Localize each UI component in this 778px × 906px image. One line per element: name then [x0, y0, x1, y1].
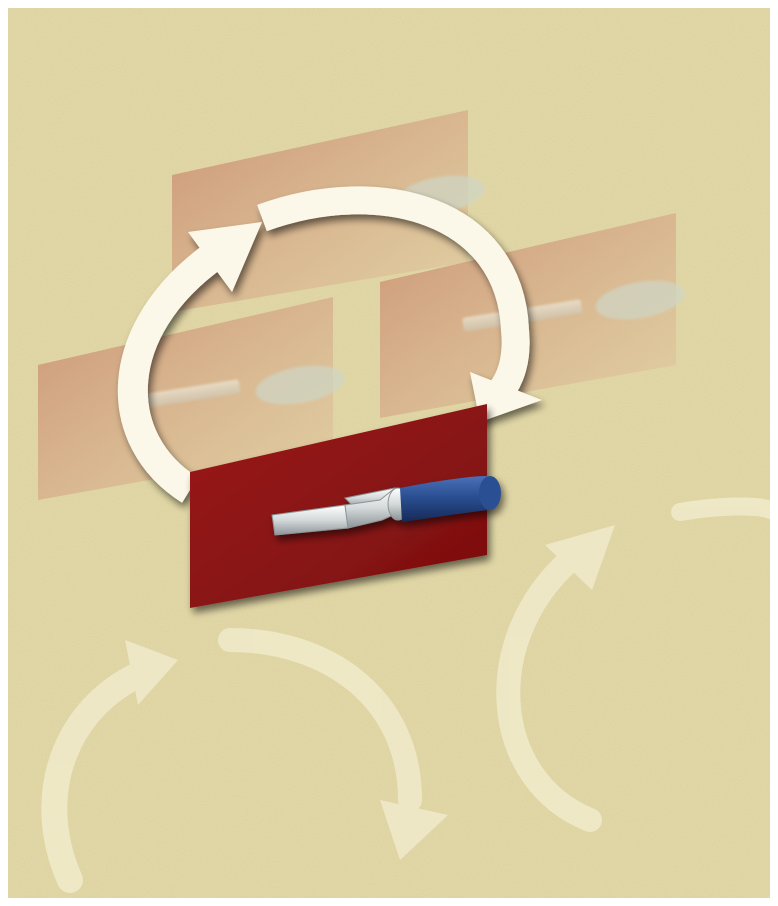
faint-arrow-top-right-icon: [680, 506, 770, 512]
